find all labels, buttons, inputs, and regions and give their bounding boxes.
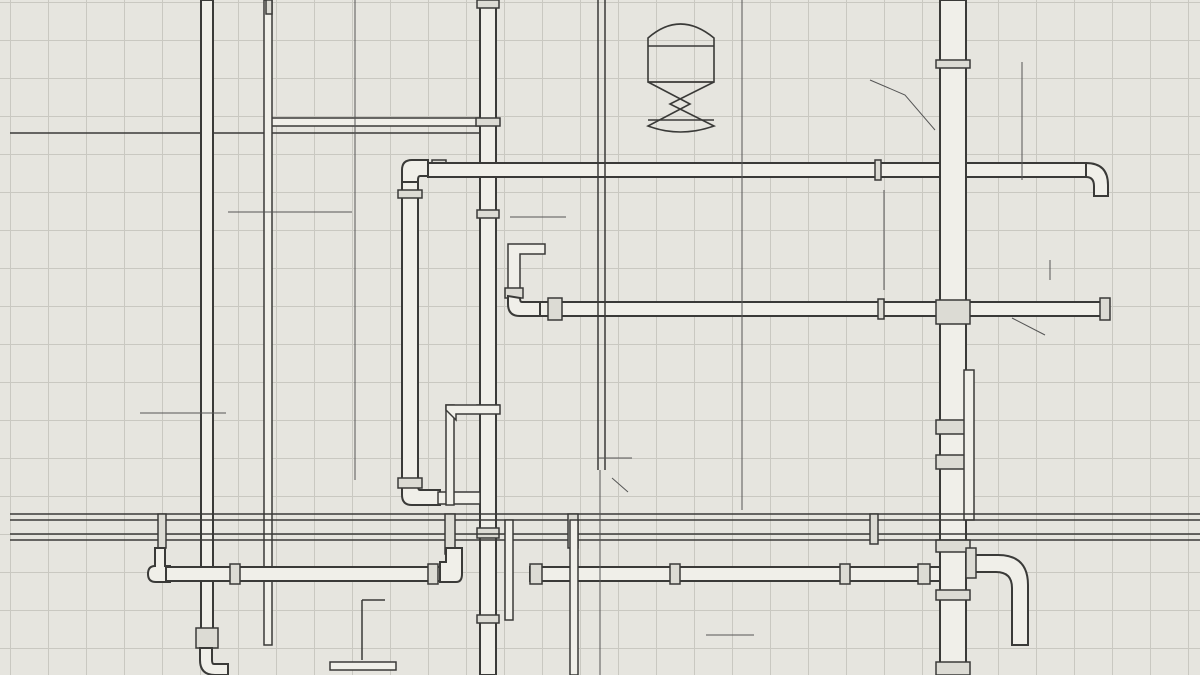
pipe-fitting bbox=[529, 563, 543, 585]
storage-tank bbox=[646, 23, 717, 133]
pipe-fitting bbox=[547, 297, 563, 321]
elbow-pipe-bottom-left bbox=[199, 647, 229, 675]
vertical-drain-pipe bbox=[569, 519, 579, 675]
pipe-fitting bbox=[877, 298, 885, 320]
pipe-fitting bbox=[427, 563, 439, 585]
horizontal-pipe-middle-right bbox=[965, 301, 1103, 317]
pipe-fitting bbox=[397, 189, 423, 199]
annotation-leader bbox=[611, 477, 629, 493]
pipe-fitting bbox=[476, 209, 500, 219]
pipe-cap bbox=[1099, 297, 1111, 321]
vertical-pipe-left-b bbox=[263, 0, 273, 646]
pipe-fitting bbox=[917, 563, 931, 585]
horizontal-supply-pipe-upper bbox=[427, 162, 949, 178]
pipe-fitting bbox=[874, 159, 882, 181]
annotation-leader bbox=[869, 79, 936, 131]
pipe-fitting bbox=[195, 627, 219, 649]
pipe-fitting bbox=[669, 563, 681, 585]
pipe-fitting bbox=[935, 589, 971, 601]
lower-middle-elbow bbox=[439, 547, 463, 583]
pipe-fitting bbox=[476, 0, 500, 9]
lower-horizontal-pipe-right bbox=[529, 566, 941, 582]
horizontal-stub-pipe bbox=[329, 661, 397, 671]
pipe-fitting bbox=[229, 563, 241, 585]
vertical-drain-pipe bbox=[445, 404, 455, 506]
main-vertical-riser bbox=[479, 0, 497, 675]
loop-vertical-pipe bbox=[401, 179, 419, 491]
lower-horizontal-pipe-left bbox=[165, 566, 449, 582]
pipe-fitting bbox=[935, 59, 971, 69]
right-vertical-riser bbox=[939, 0, 967, 675]
loop-top-elbow bbox=[401, 159, 429, 183]
top-header-pipe bbox=[269, 117, 481, 127]
pipe-fitting bbox=[475, 117, 501, 127]
vertical-pipe-left-a bbox=[200, 0, 214, 641]
pipe-fitting bbox=[869, 513, 879, 545]
annotation-leader bbox=[1011, 317, 1046, 336]
pipe-fitting bbox=[935, 661, 971, 675]
pipe-fitting bbox=[397, 477, 423, 489]
pipe-fitting bbox=[935, 299, 971, 325]
pipe-fitting bbox=[157, 513, 167, 549]
valve-branch bbox=[445, 404, 501, 422]
right-bottom-elbow bbox=[965, 554, 1029, 646]
horizontal-pipe-middle bbox=[539, 301, 951, 317]
pipe-fitting bbox=[935, 539, 971, 553]
loop-bottom-connector bbox=[437, 491, 481, 505]
pipe-fitting bbox=[476, 527, 500, 539]
pipe-fitting bbox=[839, 563, 851, 585]
vertical-drain-pipe bbox=[504, 519, 514, 621]
elbow-right-end bbox=[1085, 161, 1109, 197]
pipe-fitting bbox=[265, 0, 273, 15]
pipe-fitting bbox=[965, 547, 977, 579]
elbow-branch-lower bbox=[507, 294, 541, 317]
right-riser-inner bbox=[963, 369, 975, 521]
horizontal-supply-pipe-upper-right bbox=[965, 162, 1087, 178]
pipe-fitting bbox=[476, 614, 500, 624]
